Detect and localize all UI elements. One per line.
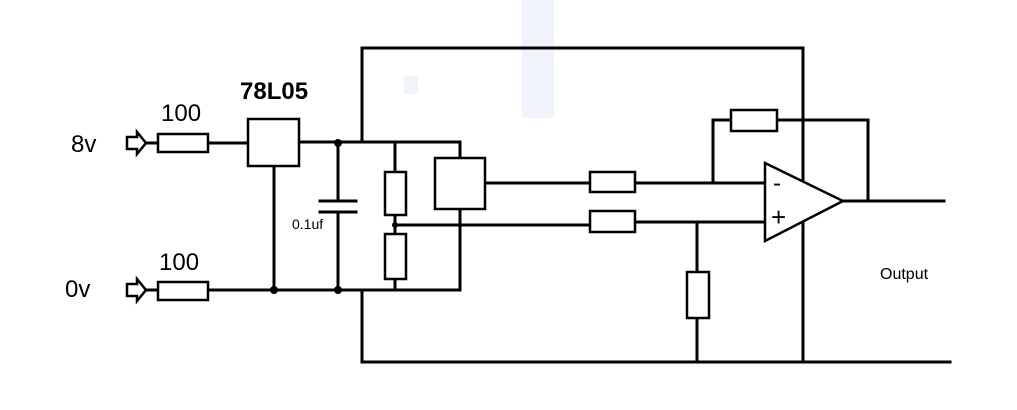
opamp xyxy=(763,161,846,244)
resistor-reference xyxy=(685,270,711,320)
opamp-plus-label: + xyxy=(771,202,786,232)
resistor-r-in-high xyxy=(156,132,210,154)
resistor-feedback xyxy=(729,108,779,133)
output-label: Output xyxy=(880,266,929,283)
background-artifact xyxy=(522,0,554,118)
junction-dots xyxy=(270,139,398,294)
wire-feedback-left xyxy=(711,118,733,185)
junction-dot xyxy=(270,286,278,294)
resistor-divider-top xyxy=(383,170,408,217)
capacitor-label: 0.1uf xyxy=(292,216,323,232)
resistor-minus-input xyxy=(588,170,637,194)
input-high-label: 8v xyxy=(71,131,96,158)
resistor-plus-input xyxy=(588,209,637,234)
wire-top-loop xyxy=(360,46,805,364)
junction-dot xyxy=(334,139,342,147)
regulator-label: 78L05 xyxy=(240,78,308,105)
wire-feedback-right xyxy=(775,118,870,203)
input-low-label: 0v xyxy=(65,276,90,303)
resistor-r-in-low xyxy=(156,280,210,302)
opamp-minus-label: - xyxy=(773,170,781,197)
wire-reg-output xyxy=(297,140,462,160)
input-arrow-high xyxy=(125,128,148,158)
wire-bottom-rail xyxy=(360,288,952,364)
regulator-78l05 xyxy=(246,117,301,168)
resistor-r-in-low-label: 100 xyxy=(159,249,199,276)
junction-dot xyxy=(334,286,342,294)
resistor-divider-bottom xyxy=(383,232,408,281)
background-artifact xyxy=(404,76,418,94)
input-arrow-low xyxy=(125,275,148,305)
junction-dot xyxy=(392,222,398,228)
resistor-r-in-high-label: 100 xyxy=(161,100,201,127)
sensor-box xyxy=(433,156,487,211)
